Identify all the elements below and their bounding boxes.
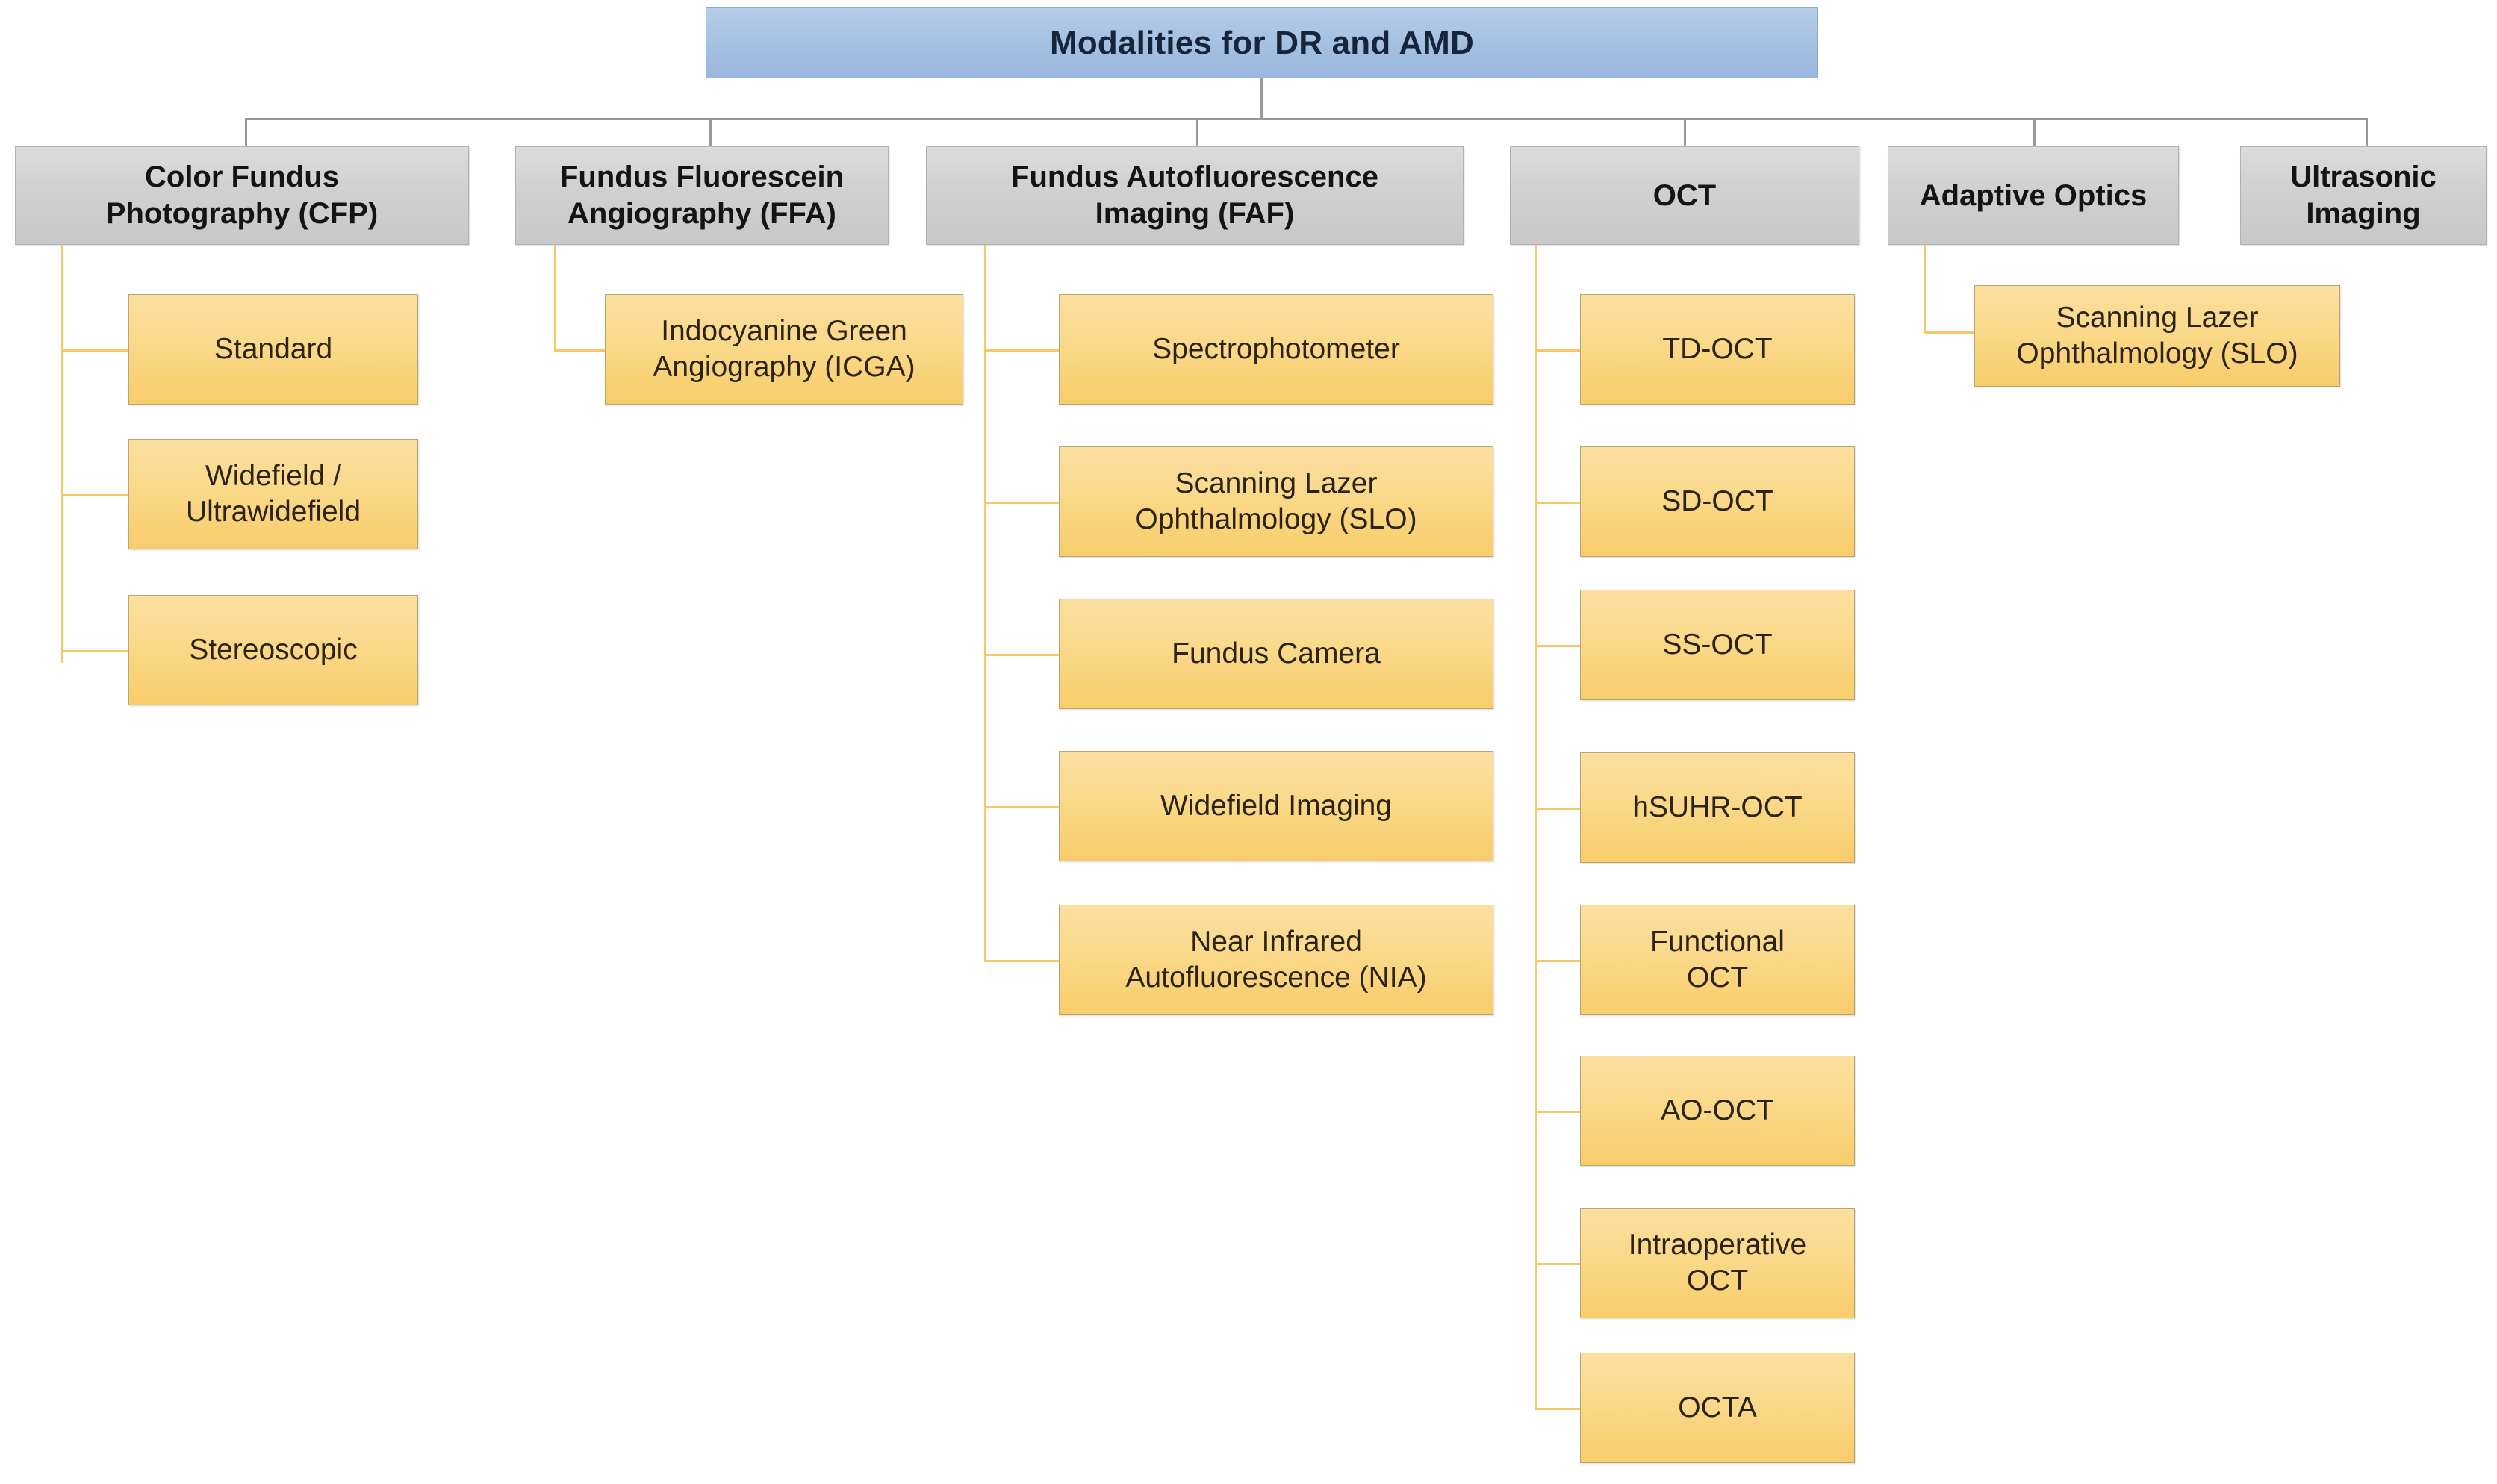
leaf-box-stereoscopic[interactable]: Stereoscopic xyxy=(128,595,418,705)
connector-branch-oct-5 xyxy=(1535,960,1580,962)
leaf-box-nia[interactable]: Near Infrared Autofluorescence (NIA) xyxy=(1059,905,1493,1015)
connector-branch-oct-2 xyxy=(1535,502,1580,504)
connector-branch-oct-1 xyxy=(1535,349,1580,352)
connector-branch-ao-1 xyxy=(1924,331,1974,334)
connector-branch-faf-2 xyxy=(984,502,1059,504)
connector-branch-cfp-2 xyxy=(61,494,128,496)
leaf-box-standard[interactable]: Standard xyxy=(128,294,418,405)
connector-spine-adaptive-optics xyxy=(1924,245,1926,331)
leaf-box-hsuhr-oct[interactable]: hSUHR-OCT xyxy=(1580,752,1855,863)
leaf-box-ao-oct[interactable]: AO-OCT xyxy=(1580,1056,1855,1166)
leaf-box-intraoperative-oct[interactable]: Intraoperative OCT xyxy=(1580,1208,1855,1318)
leaf-box-spectrophotometer[interactable]: Spectrophotometer xyxy=(1059,294,1493,405)
connector-branch-oct-4 xyxy=(1535,808,1580,810)
category-box-ffa[interactable]: Fundus Fluorescein Angiography (FFA) xyxy=(515,146,889,245)
connector-spine-faf xyxy=(984,245,986,961)
connector-branch-ffa-1 xyxy=(554,349,605,352)
connector-drop-us xyxy=(2366,118,2368,148)
leaf-box-sd-oct[interactable]: SD-OCT xyxy=(1580,446,1855,557)
leaf-box-faf-slo[interactable]: Scanning Lazer Ophthalmology (SLO) xyxy=(1059,446,1493,557)
connector-branch-faf-3 xyxy=(984,654,1059,656)
connector-root-bus xyxy=(245,118,2367,120)
connector-root-stem xyxy=(1260,78,1263,119)
connector-branch-cfp-1 xyxy=(61,349,128,352)
connector-drop-oct xyxy=(1684,118,1686,148)
leaf-box-ss-oct[interactable]: SS-OCT xyxy=(1580,590,1855,700)
leaf-box-fundus-camera[interactable]: Fundus Camera xyxy=(1059,599,1493,709)
connector-branch-faf-4 xyxy=(984,806,1059,808)
connector-drop-ffa xyxy=(709,118,712,148)
connector-branch-cfp-3 xyxy=(61,650,128,652)
leaf-box-icga[interactable]: Indocyanine Green Angiography (ICGA) xyxy=(605,294,963,405)
leaf-box-octa[interactable]: OCTA xyxy=(1580,1353,1855,1463)
category-box-faf[interactable]: Fundus Autofluorescence Imaging (FAF) xyxy=(926,146,1464,245)
leaf-box-widefield-imaging[interactable]: Widefield Imaging xyxy=(1059,751,1493,861)
category-box-adaptive-optics[interactable]: Adaptive Optics xyxy=(1888,146,2179,245)
connector-spine-ffa xyxy=(554,245,556,349)
category-box-ultrasonic-imaging[interactable]: Ultrasonic Imaging xyxy=(2240,146,2487,245)
connector-branch-faf-1 xyxy=(984,349,1059,352)
leaf-box-functional-oct[interactable]: Functional OCT xyxy=(1580,905,1855,1015)
leaf-box-ao-slo[interactable]: Scanning Lazer Ophthalmology (SLO) xyxy=(1974,285,2340,387)
connector-branch-oct-3 xyxy=(1535,645,1580,647)
root-node-modalities: Modalities for DR and AMD xyxy=(706,7,1818,78)
leaf-box-widefield-ultrawidefield[interactable]: Widefield / Ultrawidefield xyxy=(128,439,418,549)
connector-spine-oct xyxy=(1535,245,1537,1409)
connector-branch-oct-7 xyxy=(1535,1263,1580,1265)
connector-drop-faf xyxy=(1196,118,1198,148)
connector-branch-oct-6 xyxy=(1535,1111,1580,1113)
leaf-box-td-oct[interactable]: TD-OCT xyxy=(1580,294,1855,405)
connector-drop-ao xyxy=(2033,118,2036,148)
connector-spine-cfp xyxy=(61,245,63,663)
connector-branch-oct-8 xyxy=(1535,1408,1580,1410)
connector-drop-cfp xyxy=(245,118,247,148)
category-box-oct[interactable]: OCT xyxy=(1510,146,1859,245)
connector-branch-faf-5 xyxy=(984,960,1059,962)
category-box-cfp[interactable]: Color Fundus Photography (CFP) xyxy=(15,146,469,245)
